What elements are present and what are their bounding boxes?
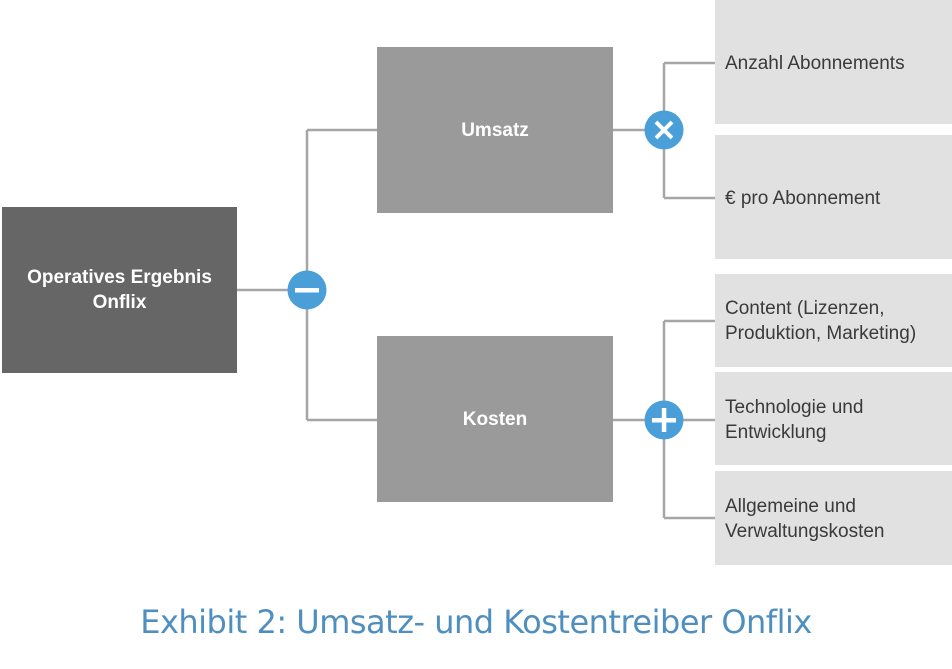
root-label: Operatives Ergebnis Onflix (27, 267, 212, 313)
leaf-panel-anzahl-abonnements (715, 0, 952, 124)
multiply-icon (644, 110, 684, 150)
minus-icon (287, 270, 327, 310)
branch-box-umsatz: Umsatz (377, 47, 613, 213)
plus-icon (644, 400, 684, 440)
branch-label-kosten: Kosten (462, 408, 528, 430)
branch-box-kosten: Kosten (377, 336, 613, 502)
leaf-panel-technologie (715, 372, 952, 465)
leaf-label-content: Content (Lizenzen, Produktion, Marketing… (725, 298, 917, 344)
leaf-label-anzahl-abonnements: Anzahl Abonnements (725, 53, 905, 74)
leaf-label-euro-pro-abonnement: € pro Abonnement (725, 188, 881, 209)
leaf-panel-content (715, 274, 952, 367)
leaf-panel-allgemeine (715, 471, 952, 565)
branch-label-umsatz: Umsatz (461, 119, 529, 141)
root-box-operatives-ergebnis: Operatives Ergebnis Onflix (2, 207, 237, 373)
exhibit-caption: Exhibit 2: Umsatz- und Kostentreiber Onf… (140, 603, 812, 641)
leaf-label-allgemeine: Allgemeine und Verwaltungskosten (725, 496, 885, 542)
leaf-label-technologie: Technologie und Entwicklung (725, 397, 864, 443)
leaf-panel-euro-pro-abonnement (715, 135, 952, 259)
